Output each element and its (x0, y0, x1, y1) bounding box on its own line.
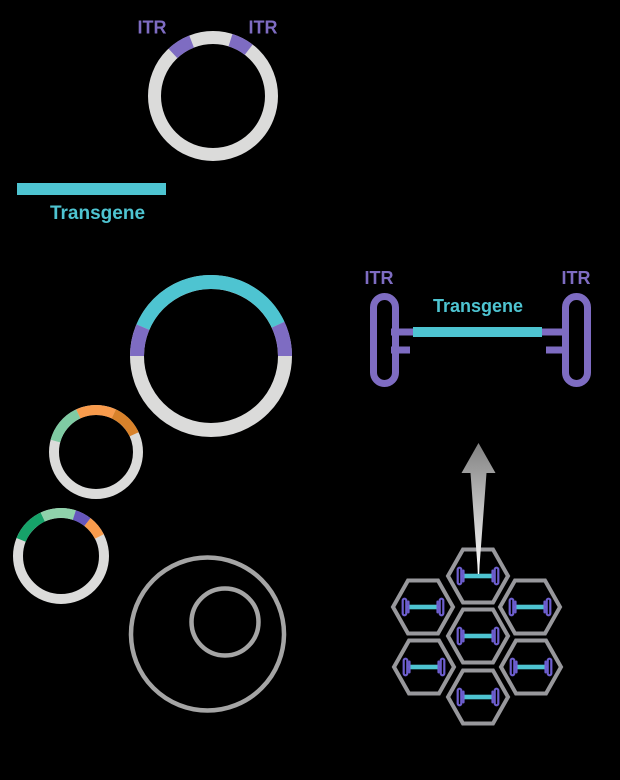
cell-membrane (128, 555, 287, 713)
aav-capsid (498, 638, 564, 696)
packaged-genome (402, 657, 446, 677)
aav-capsid (497, 578, 563, 636)
transgene-legend: Transgene (17, 183, 166, 224)
itr-segment-left (168, 35, 195, 59)
aav-capsid (390, 578, 456, 636)
packaged-genome (456, 626, 500, 646)
production-cell (128, 555, 287, 713)
capsid-hexagon (498, 638, 564, 696)
packaged-genome (401, 597, 445, 617)
gene-segment-purple (72, 510, 91, 527)
hairpin-loop (370, 293, 399, 387)
cell-nucleus (189, 586, 261, 658)
packaged-genome (456, 687, 500, 707)
capsid-hexagon (497, 578, 563, 636)
aav-capsid (391, 638, 457, 696)
aav-capsid (445, 547, 511, 605)
gene-segment-green-light (40, 508, 76, 522)
capsid-hexagon (445, 547, 511, 605)
gene-segment-green (50, 409, 81, 443)
aav-capsid (445, 607, 511, 665)
plasmid-backbone-ring (148, 31, 278, 161)
up-arrow (461, 443, 496, 574)
helper-plasmid-1 (49, 405, 143, 499)
transfer-plasmid-with-transgene (130, 274, 293, 437)
itr-label-right: ITR (562, 268, 591, 288)
transfer-plasmid: ITR ITR (138, 18, 278, 161)
itr-label-left: ITR (365, 268, 394, 288)
transgene-label: Transgene (50, 203, 145, 224)
capsid-hexagon (390, 578, 456, 636)
itr-label-left: ITR (138, 18, 167, 38)
transgene-bar (17, 183, 166, 195)
capsid-hexagon (445, 668, 511, 726)
itr-hairpin-left (370, 293, 416, 387)
gene-segment-green-dark (16, 512, 46, 543)
capsid-hexagon (445, 607, 511, 665)
helper-plasmid-2 (13, 508, 109, 604)
packaged-genome (508, 597, 552, 617)
itr-segment-right (228, 33, 253, 56)
itr-segment-left (130, 324, 150, 357)
vector-genome-construct: ITR ITR Transgene (365, 268, 591, 387)
transgene-label: Transgene (433, 296, 523, 316)
itr-hairpin-right (542, 293, 591, 387)
transgene-bar (413, 327, 542, 337)
gene-segment-orange-dark (111, 409, 139, 437)
transgene-segment (136, 274, 285, 330)
gene-segment-orange (84, 518, 104, 539)
itr-segment-right (271, 321, 293, 357)
gene-segment-orange-light (76, 405, 116, 419)
itr-label-right: ITR (249, 18, 278, 38)
aav-capsid (445, 668, 511, 726)
capsid-hexagon (391, 638, 457, 696)
capsid-cluster (390, 547, 564, 726)
packaged-genome (509, 657, 553, 677)
hairpin-loop (562, 293, 591, 387)
